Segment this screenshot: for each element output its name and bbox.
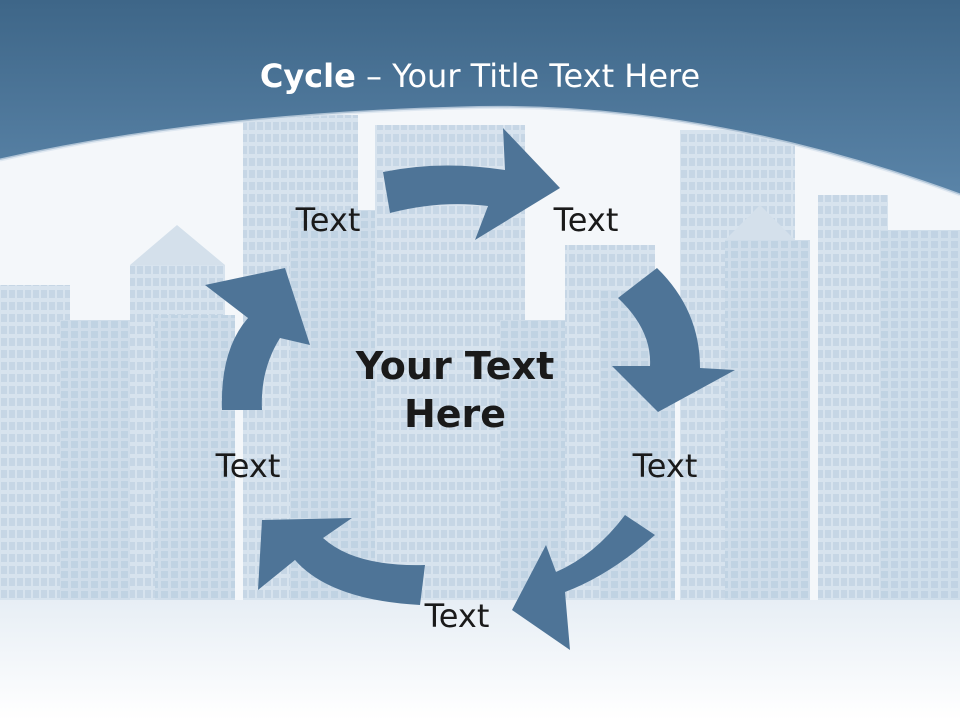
- city-skyline: [0, 115, 960, 615]
- cycle-arrow-2: [612, 268, 735, 412]
- cycle-arrow-5: [205, 268, 310, 410]
- title-bold: Cycle: [259, 57, 356, 95]
- cycle-arrow-4: [258, 518, 425, 605]
- cycle-node-right: Text: [632, 447, 698, 485]
- center-text-line2: Here: [403, 392, 507, 436]
- title-rest: – Your Title Text Here: [355, 57, 701, 95]
- cycle-arrow-1: [383, 128, 560, 240]
- cycle-arrow-3: [512, 515, 655, 650]
- cycle-node-top-left: Text: [295, 201, 361, 239]
- cycle-node-bottom: Text: [424, 597, 490, 635]
- cycle-node-top-right: Text: [553, 201, 619, 239]
- center-text-line1: Your Text: [355, 344, 555, 388]
- slide-title: Cycle – Your Title Text Here: [0, 54, 960, 98]
- cycle-node-left: Text: [215, 447, 281, 485]
- center-text: Your Text Here: [330, 342, 580, 438]
- cycle-arrows: [205, 128, 735, 650]
